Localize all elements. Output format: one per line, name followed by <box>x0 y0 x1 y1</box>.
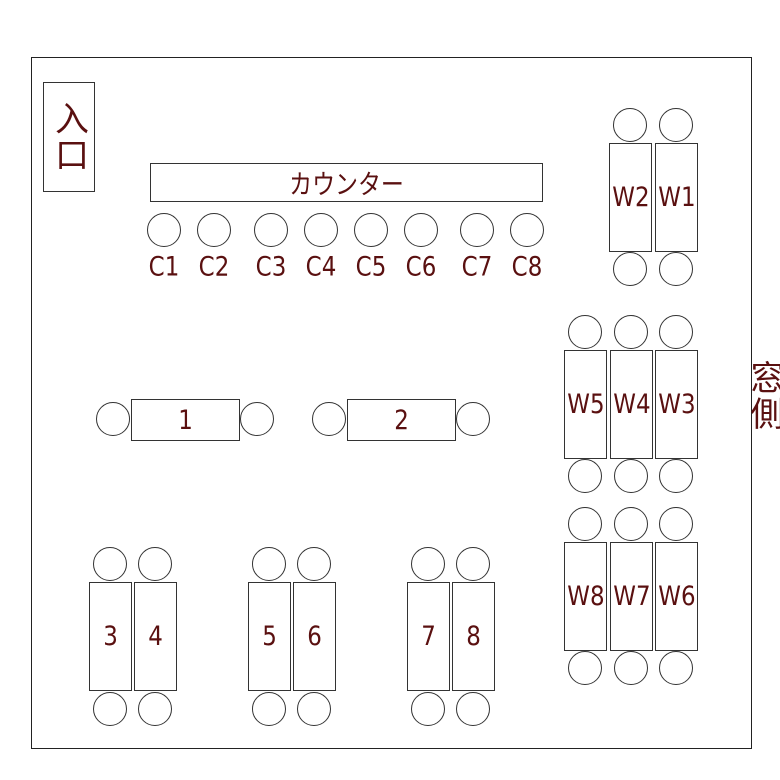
table-label: W7 <box>612 581 651 612</box>
table-2[interactable]: 2 <box>347 399 456 441</box>
table-w4[interactable]: W4 <box>610 350 653 459</box>
table-seat[interactable] <box>456 402 490 436</box>
floor-plan-room <box>31 57 752 749</box>
table-label: 8 <box>466 621 481 652</box>
table-label: 2 <box>394 404 409 436</box>
table-seat[interactable] <box>411 692 445 726</box>
table-label: W8 <box>566 581 605 612</box>
window-seat[interactable] <box>568 651 602 685</box>
window-seat[interactable] <box>659 315 693 349</box>
window-seat[interactable] <box>568 459 602 493</box>
table-w5[interactable]: W5 <box>564 350 607 459</box>
seat-label: C5 <box>355 251 387 283</box>
table-seat[interactable] <box>93 547 127 581</box>
window-seat[interactable] <box>659 252 693 286</box>
seat-label: C1 <box>148 251 180 283</box>
window-seat[interactable] <box>659 459 693 493</box>
table-label: 7 <box>421 621 436 652</box>
window-seat[interactable] <box>614 507 648 541</box>
table-5[interactable]: 5 <box>248 582 291 691</box>
table-label: 6 <box>307 621 322 652</box>
entrance-label: 入口 <box>48 101 89 173</box>
window-seat[interactable] <box>568 507 602 541</box>
table-w6[interactable]: W6 <box>655 542 698 651</box>
table-seat[interactable] <box>96 402 130 436</box>
table-seat[interactable] <box>297 547 331 581</box>
seat-label: C6 <box>405 251 437 283</box>
table-seat[interactable] <box>312 402 346 436</box>
counter-label: カウンター <box>289 170 404 201</box>
counter-seat-5[interactable] <box>354 213 388 247</box>
entrance: 入口 <box>43 82 95 192</box>
seat-label: C7 <box>461 251 493 283</box>
counter-seat-2[interactable] <box>197 213 231 247</box>
seat-label: C2 <box>198 251 230 283</box>
table-label: W1 <box>657 182 696 213</box>
table-label: W5 <box>566 389 605 420</box>
table-w3[interactable]: W3 <box>655 350 698 459</box>
table-label: W6 <box>657 581 696 612</box>
seat-label: C8 <box>511 251 543 283</box>
table-w7[interactable]: W7 <box>610 542 653 651</box>
window-seat[interactable] <box>659 651 693 685</box>
table-label: W2 <box>611 182 650 213</box>
table-w2[interactable]: W2 <box>609 143 652 252</box>
window-seat[interactable] <box>659 108 693 142</box>
table-seat[interactable] <box>456 692 490 726</box>
table-8[interactable]: 8 <box>452 582 495 691</box>
table-seat[interactable] <box>138 692 172 726</box>
window-seat[interactable] <box>614 315 648 349</box>
table-seat[interactable] <box>240 402 274 436</box>
table-seat[interactable] <box>252 692 286 726</box>
table-label: 3 <box>103 621 118 652</box>
table-seat[interactable] <box>93 692 127 726</box>
table-seat[interactable] <box>456 547 490 581</box>
counter-seat-7[interactable] <box>460 213 494 247</box>
counter-seat-4[interactable] <box>304 213 338 247</box>
table-seat[interactable] <box>138 547 172 581</box>
table-7[interactable]: 7 <box>407 582 450 691</box>
counter: カウンター <box>150 163 543 202</box>
table-6[interactable]: 6 <box>293 582 336 691</box>
table-3[interactable]: 3 <box>89 582 132 691</box>
counter-seat-1[interactable] <box>147 213 181 247</box>
window-seat[interactable] <box>568 315 602 349</box>
table-seat[interactable] <box>411 547 445 581</box>
table-4[interactable]: 4 <box>134 582 177 691</box>
counter-seat-3[interactable] <box>254 213 288 247</box>
table-label: 5 <box>262 621 277 652</box>
counter-seat-8[interactable] <box>510 213 544 247</box>
seat-label: C3 <box>255 251 287 283</box>
seat-label: C4 <box>305 251 337 283</box>
counter-seat-6[interactable] <box>404 213 438 247</box>
table-seat[interactable] <box>252 547 286 581</box>
table-1[interactable]: 1 <box>131 399 240 441</box>
window-seat[interactable] <box>659 507 693 541</box>
table-w1[interactable]: W1 <box>655 143 698 252</box>
window-seat[interactable] <box>614 651 648 685</box>
window-side: 窓側 <box>740 360 780 436</box>
window-side-label: 窓側 <box>744 360 780 432</box>
table-seat[interactable] <box>297 692 331 726</box>
table-w8[interactable]: W8 <box>564 542 607 651</box>
table-label: W4 <box>612 389 651 420</box>
window-seat[interactable] <box>613 252 647 286</box>
table-label: 4 <box>148 621 163 652</box>
window-seat[interactable] <box>614 459 648 493</box>
table-label: W3 <box>657 389 696 420</box>
window-seat[interactable] <box>613 108 647 142</box>
table-label: 1 <box>178 404 193 436</box>
